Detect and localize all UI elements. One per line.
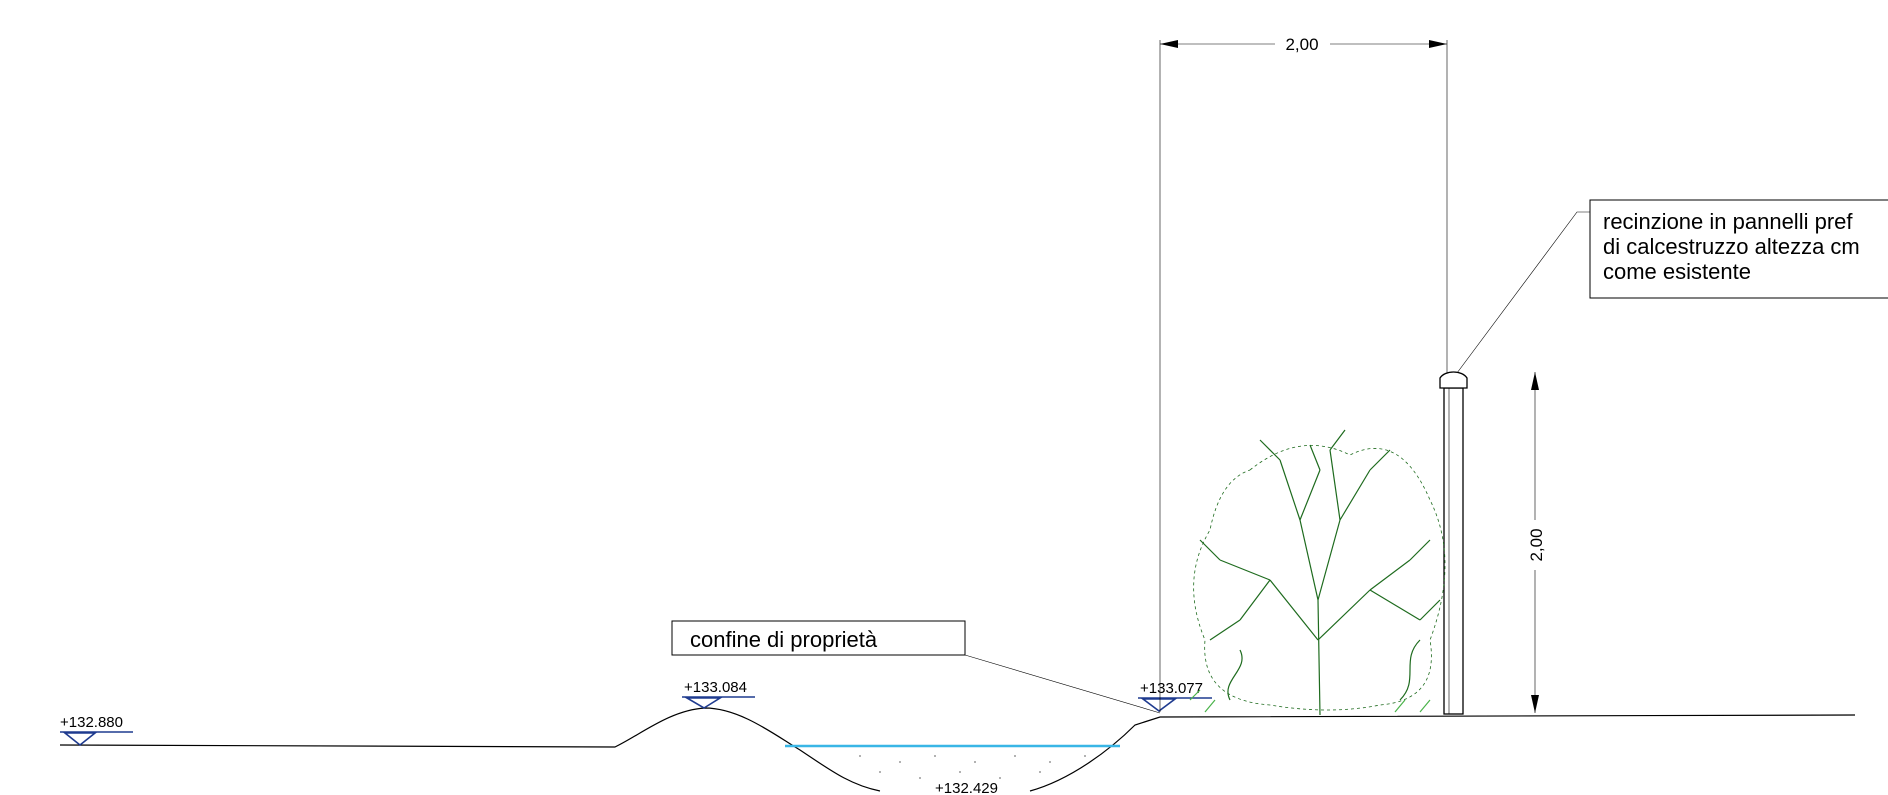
dimension-vertical-label: 2,00 <box>1527 528 1546 561</box>
fence-note-line-1: recinzione in pannelli pref <box>1603 209 1853 234</box>
watercourse <box>785 744 1120 779</box>
ground-profile <box>59 707 1856 792</box>
bed-dots <box>859 755 1086 779</box>
level-left-label: +132.880 <box>60 714 123 731</box>
level-marker-bank: +133.077 <box>1138 680 1212 712</box>
level-marker-left: +132.880 <box>60 714 133 747</box>
fence-note-callout: recinzione in pannelli pref di calcestru… <box>1456 199 1888 374</box>
fence-post <box>1439 371 1468 715</box>
fence-note-line-3: come esistente <box>1603 259 1751 284</box>
level-bank-label: +133.077 <box>1140 680 1203 697</box>
level-crest-label: +133.084 <box>684 679 747 696</box>
level-marker-crest: +133.084 <box>682 679 755 709</box>
property-boundary-label: confine di proprietà <box>690 627 878 652</box>
property-boundary-callout: confine di proprietà <box>671 620 1161 714</box>
fence-note-line-2: di calcestruzzo altezza cm <box>1603 234 1860 259</box>
level-channel-bottom-label: +132.429 <box>935 780 998 795</box>
dimension-vertical: 2,00 <box>1527 372 1546 713</box>
shrub <box>1189 429 1446 716</box>
dimension-horizontal-label: 2,00 <box>1285 35 1318 54</box>
